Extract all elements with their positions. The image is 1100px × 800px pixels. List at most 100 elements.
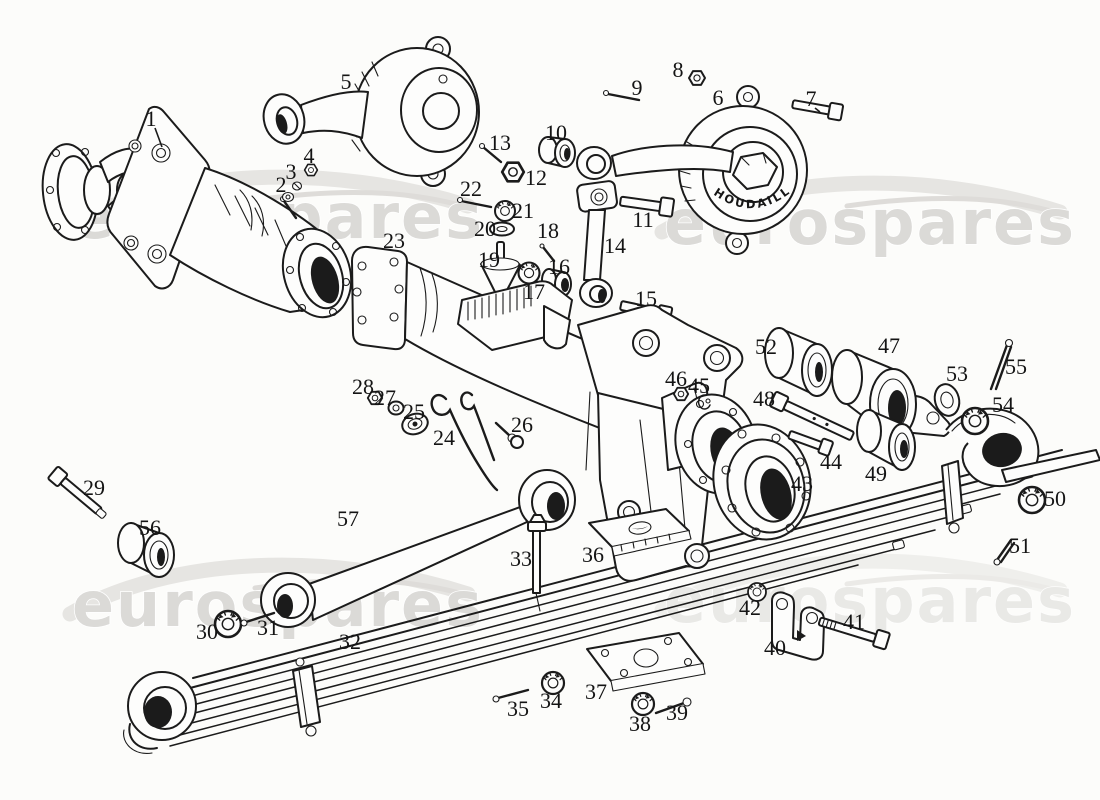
part-label-55: 55 [1005,354,1027,379]
washer-2 [281,191,295,203]
pin-18 [539,243,556,263]
part-label-32: 32 [339,629,361,654]
bolt-48 [769,391,855,441]
axle-tube [106,105,353,319]
part-label-28: 28 [352,374,374,399]
part-label-50: 50 [1044,486,1066,511]
pin-26 [494,421,524,449]
part-label-38: 38 [629,711,651,736]
bolt-7 [791,99,845,122]
part-label-2: 2 [276,172,287,197]
lock-washer-3 [291,181,303,191]
part-label-27: 27 [374,385,396,410]
part-label-49: 49 [865,461,887,486]
part-label-16: 16 [548,254,570,279]
spring-plate-36 [588,508,692,557]
shackle-bracket-40 [771,591,825,661]
pin-13 [478,142,503,164]
hex-nut-8 [688,70,706,86]
part-label-43: 43 [791,471,813,496]
wire-clip-24 [430,391,499,492]
part-label-52: 52 [755,334,777,359]
part-label-36: 36 [582,542,604,567]
part-label-57: 57 [337,506,359,531]
watermark-text: eurospares [72,568,484,641]
part-label-14: 14 [604,233,626,258]
cotter-pin-31 [240,611,276,627]
part-label-40: 40 [764,635,786,660]
watermark-text: eurospares [664,564,1076,637]
part-label-8: 8 [673,57,684,82]
part-label-7: 7 [806,86,817,111]
part-label-39: 39 [666,700,688,725]
hex-nut-12 [500,161,526,183]
castle-nut-54 [960,406,990,436]
bolt-11 [619,195,675,218]
hub-flange-43 [712,423,812,541]
part-label-1: 1 [146,106,157,131]
washer-53 [933,383,961,417]
bolt-44 [787,430,834,457]
part-label-9: 9 [632,75,643,100]
part-label-42: 42 [739,595,761,620]
part-label-5: 5 [341,69,352,94]
castle-nut-50 [1017,485,1047,515]
bushing-10 [538,136,576,168]
watermark-bottom-right: eurospares [654,553,1076,638]
part-label-23: 23 [383,228,405,253]
part-label-19: 19 [478,247,500,272]
clip-45 [697,394,711,410]
bushing-49 [856,409,916,471]
part-label-30: 30 [196,619,218,644]
part-label-41: 41 [843,609,865,634]
part-label-20: 20 [474,216,496,241]
part-label-24: 24 [433,425,455,450]
part-label-6: 6 [713,85,724,110]
part-label-37: 37 [585,679,607,704]
part-label-12: 12 [525,165,547,190]
part-leader-7 [814,107,821,113]
pin-9 [602,89,641,102]
part-label-31: 31 [257,615,279,640]
part-label-51: 51 [1009,533,1031,558]
pin-39 [654,697,692,715]
part-label-44: 44 [820,449,842,474]
part-label-15: 15 [635,286,657,311]
part-label-29: 29 [83,475,105,500]
part-label-56: 56 [139,515,161,540]
part-label-3: 3 [286,159,297,184]
part-label-18: 18 [537,218,559,243]
washer-27 [387,400,405,416]
cotter-pin-51 [993,538,1016,566]
bushing-52 [764,327,833,397]
part-label-13: 13 [489,130,511,155]
part-label-54: 54 [992,392,1014,417]
part-label-4: 4 [304,143,315,168]
pin-35 [492,688,530,703]
damper-arm-assembly [262,36,480,187]
part-label-46: 46 [665,366,687,391]
part-label-10: 10 [545,120,567,145]
spring-plate-37 [586,632,706,692]
part-label-17: 17 [523,279,545,304]
part-label-34: 34 [540,688,562,713]
part-label-45: 45 [688,373,710,398]
part-label-26: 26 [511,412,533,437]
part-label-33: 33 [510,546,532,571]
bolt-41 [817,616,891,651]
grommet-25 [401,412,429,436]
part-label-48: 48 [753,386,775,411]
part-leader-1 [154,127,163,148]
damper-lever-and-link [576,144,734,308]
part-label-22: 22 [460,176,482,201]
part-label-25: 25 [403,399,425,424]
pin-22 [456,196,493,209]
part-label-35: 35 [507,696,529,721]
castle-nut-30 [213,609,243,639]
radius-arm-bolt [47,465,107,519]
cotter-pin-55 [989,338,1014,391]
center-bolt-33 [527,514,547,612]
